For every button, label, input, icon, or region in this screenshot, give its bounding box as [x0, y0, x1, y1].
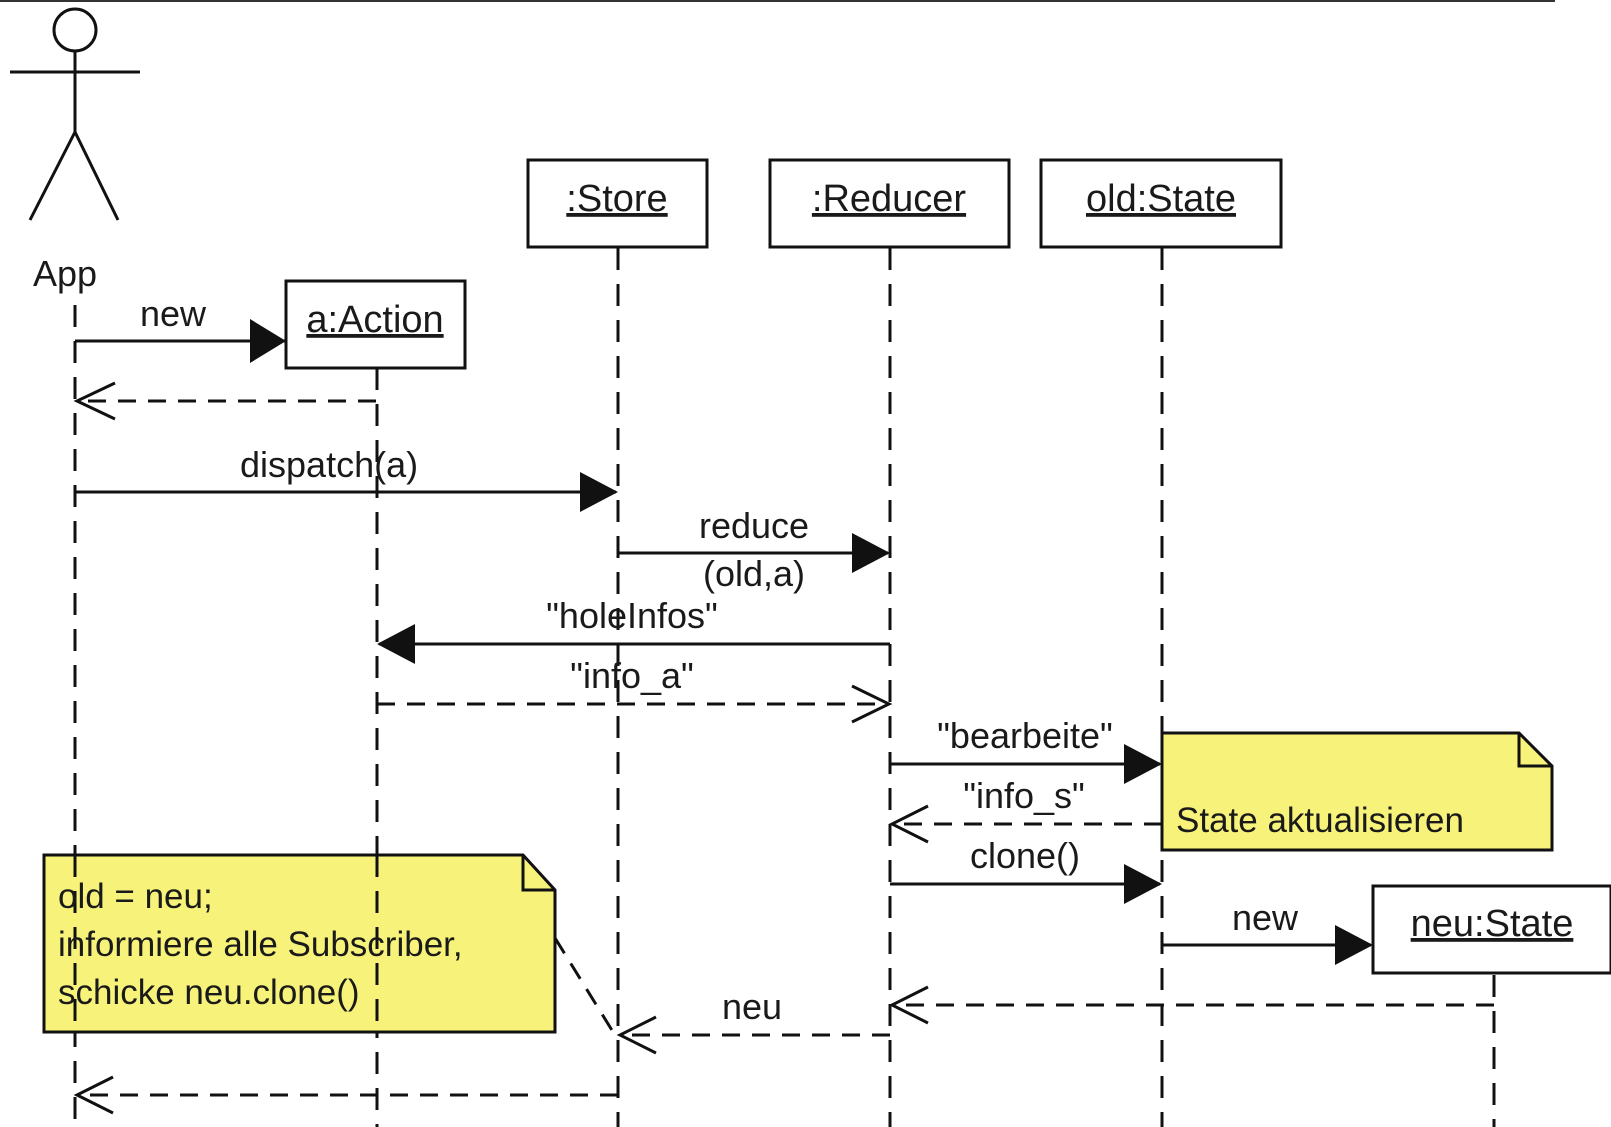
svg-text:old = neu;: old = neu;: [58, 877, 213, 916]
object-reducer: :Reducer: [768, 158, 1011, 249]
message-clone: clone(): [890, 835, 1162, 904]
object-new-state: neu:State: [1371, 884, 1611, 975]
svg-text:reduce: reduce: [699, 505, 809, 546]
svg-text:"info_s": "info_s": [963, 775, 1085, 816]
svg-text:new: new: [140, 293, 207, 334]
svg-text:clone(): clone(): [970, 835, 1080, 876]
svg-text:"info_a": "info_a": [570, 655, 694, 696]
svg-text:neu:State: neu:State: [1411, 903, 1574, 945]
svg-text::Reducer: :Reducer: [812, 178, 967, 220]
svg-text:new: new: [1232, 897, 1299, 938]
actor-app: App: [10, 7, 140, 294]
message-new-state: new: [1162, 897, 1373, 965]
message-new-action: new: [75, 293, 286, 363]
svg-text:"bearbeite": "bearbeite": [937, 715, 1113, 756]
message-reduce: reduce (old,a): [618, 505, 890, 594]
return-info-s: "info_s": [888, 775, 1162, 844]
return-action: [73, 381, 376, 421]
svg-text:neu: neu: [722, 986, 782, 1027]
note-state-update: State aktualisieren: [1160, 731, 1554, 852]
svg-text::Store: :Store: [566, 178, 667, 220]
svg-text:schicke neu.clone(): schicke neu.clone(): [58, 973, 360, 1012]
svg-text:dispatch(a): dispatch(a): [240, 444, 418, 485]
svg-text:informiere alle Subscriber,: informiere alle Subscriber,: [58, 925, 463, 964]
svg-text:(old,a): (old,a): [703, 553, 805, 594]
svg-text:a:Action: a:Action: [306, 299, 443, 341]
return-info-a: "info_a": [377, 655, 893, 724]
object-old-state: old:State: [1039, 158, 1283, 249]
object-action: a:Action: [284, 279, 467, 370]
message-bearbeite: "bearbeite": [890, 715, 1162, 784]
note-connector: [553, 937, 620, 1041]
note-store: old = neu; informiere alle Subscriber, s…: [42, 853, 620, 1041]
return-neu: neu: [616, 986, 890, 1055]
return-new-state: [888, 985, 1494, 1025]
message-hole-infos: "holeInfos": [377, 595, 890, 664]
svg-text:old:State: old:State: [1086, 178, 1236, 220]
actor-label: App: [33, 253, 97, 294]
object-store: :Store: [526, 158, 709, 249]
svg-text:State aktualisieren: State aktualisieren: [1176, 801, 1464, 840]
return-to-app: [73, 1075, 618, 1115]
message-dispatch: dispatch(a): [75, 444, 618, 512]
svg-text:"holeInfos": "holeInfos": [546, 595, 718, 636]
